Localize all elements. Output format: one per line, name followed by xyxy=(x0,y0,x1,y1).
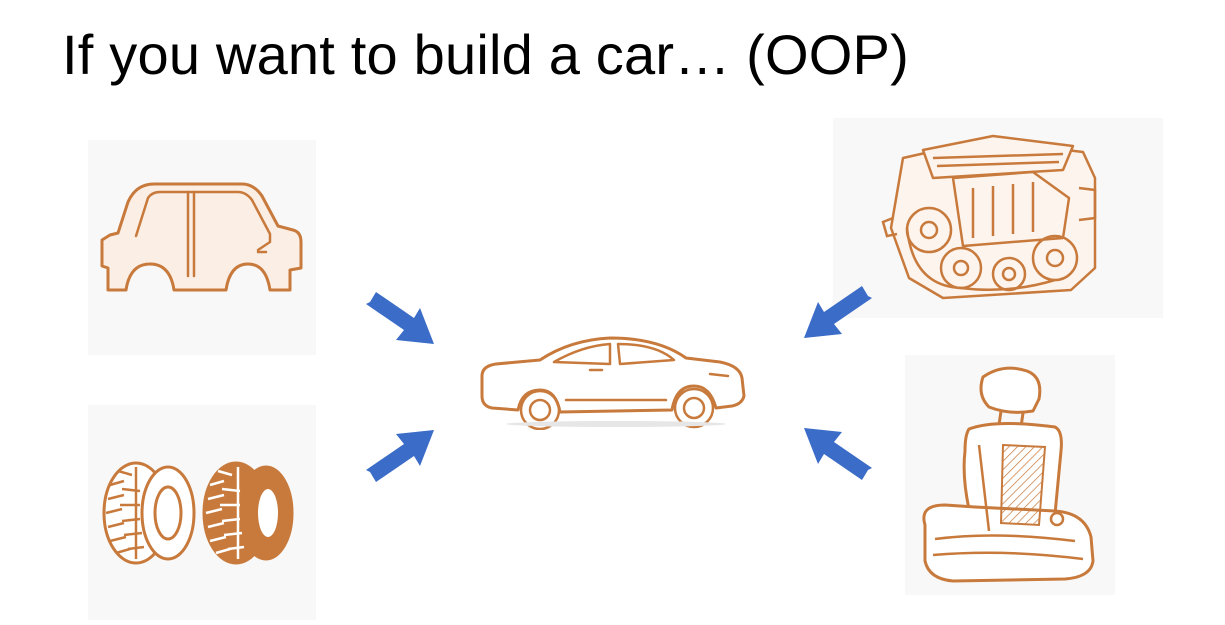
arrow-tires xyxy=(362,422,442,486)
tires-panel xyxy=(88,405,316,620)
car-seat-panel xyxy=(905,355,1115,595)
arrow-car-body xyxy=(362,288,442,352)
car-seat-icon xyxy=(922,366,1095,583)
car-body-icon xyxy=(100,182,303,292)
slide-title: If you want to build a car… (OOP) xyxy=(62,23,909,86)
arrow-engine xyxy=(796,282,876,346)
car-icon xyxy=(480,336,746,430)
tires-icon xyxy=(102,461,294,565)
arrow-car-seat xyxy=(796,420,876,484)
engine-panel xyxy=(833,118,1163,318)
center-car xyxy=(470,330,760,430)
car-body-panel xyxy=(88,140,316,355)
engine-icon xyxy=(881,134,1097,300)
